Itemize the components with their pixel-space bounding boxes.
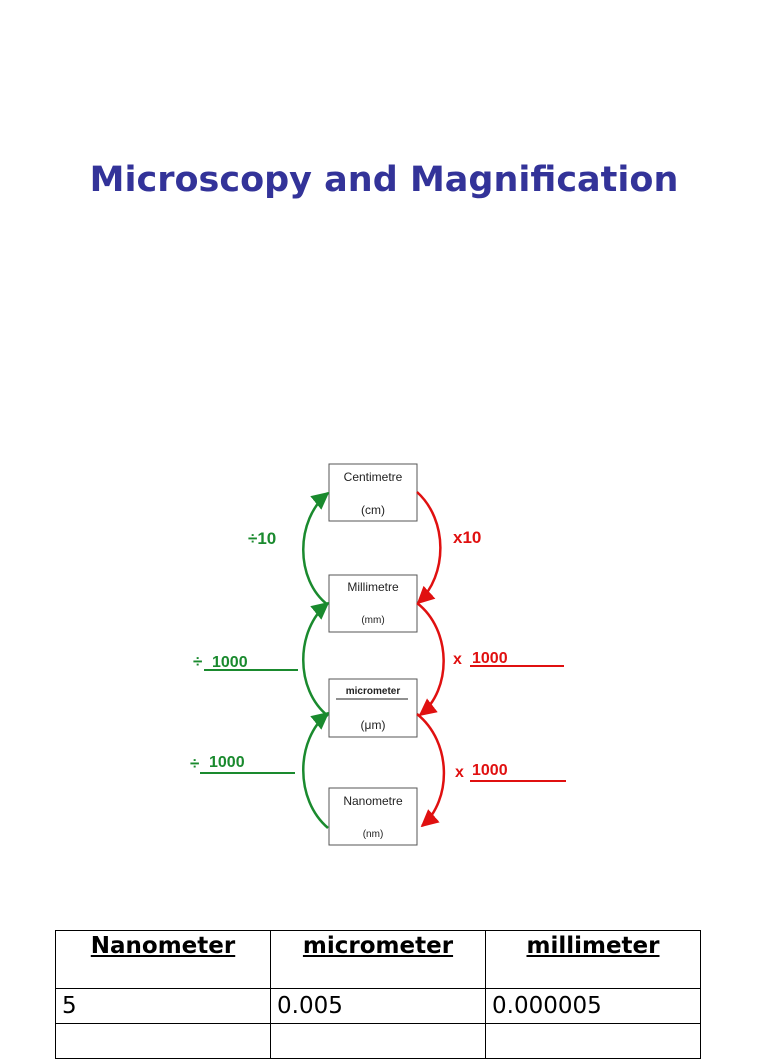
label-divide-op-1: ÷ bbox=[193, 652, 202, 671]
box-label-centimetre: Centimetre bbox=[344, 470, 403, 484]
table-cell: 5 bbox=[55, 988, 271, 1024]
box-abbrev-mm: (mm) bbox=[361, 615, 384, 626]
table-row bbox=[55, 1023, 701, 1059]
page-title: Microscopy and Magnification bbox=[89, 160, 679, 200]
box-label-millimetre: Millimetre bbox=[347, 580, 399, 594]
box-abbrev-um: (μm) bbox=[361, 718, 386, 732]
red-arrow-cm-to-mm bbox=[416, 491, 442, 605]
label-divide-value-2: 1000 bbox=[209, 754, 245, 771]
label-multiply-op-2: x bbox=[455, 764, 464, 781]
label-multiply-10: x10 bbox=[453, 528, 481, 547]
box-abbrev-cm: (cm) bbox=[361, 503, 385, 517]
box-label-nanometre: Nanometre bbox=[343, 794, 403, 808]
unit-box-centimetre: Centimetre (cm) bbox=[328, 463, 418, 522]
unit-box-micrometer: micrometer (μm) bbox=[328, 678, 418, 738]
header-millimeter: millimeter bbox=[485, 930, 701, 989]
header-micrometer: micrometer bbox=[270, 930, 486, 989]
table-cell bbox=[55, 1023, 271, 1059]
green-arrow-um-to-mm bbox=[302, 601, 330, 717]
table-cell bbox=[485, 1023, 701, 1059]
conversion-table: Nanometer micrometer millimeter 5 0.005 … bbox=[55, 930, 701, 1059]
unit-box-millimetre: Millimetre (mm) bbox=[328, 574, 418, 633]
table-header-row: Nanometer micrometer millimeter bbox=[55, 930, 701, 989]
unit-box-nanometre: Nanometre (nm) bbox=[328, 787, 418, 846]
label-divide-value-1: 1000 bbox=[212, 654, 248, 671]
red-arrow-um-to-nm bbox=[416, 713, 446, 828]
label-divide-op-2: ÷ bbox=[190, 754, 199, 773]
table-cell bbox=[270, 1023, 486, 1059]
label-multiply-op-1: x bbox=[453, 651, 462, 668]
header-nanometer: Nanometer bbox=[55, 930, 271, 989]
green-arrow-mm-to-cm bbox=[302, 491, 330, 606]
label-divide-10: ÷10 bbox=[248, 529, 276, 548]
table-cell: 0.000005 bbox=[485, 988, 701, 1024]
green-arrow-nm-to-um bbox=[302, 711, 330, 829]
label-multiply-value-1: 1000 bbox=[472, 650, 508, 667]
label-multiply-value-2: 1000 bbox=[472, 762, 508, 779]
box-abbrev-nm: (nm) bbox=[363, 829, 384, 840]
red-arrow-mm-to-um bbox=[416, 602, 445, 717]
unit-conversion-diagram: Centimetre (cm) Millimetre (mm) micromet… bbox=[190, 463, 566, 846]
table-cell: 0.005 bbox=[270, 988, 486, 1024]
box-label-micrometer: micrometer bbox=[346, 686, 401, 697]
table-row: 5 0.005 0.000005 bbox=[55, 988, 701, 1024]
